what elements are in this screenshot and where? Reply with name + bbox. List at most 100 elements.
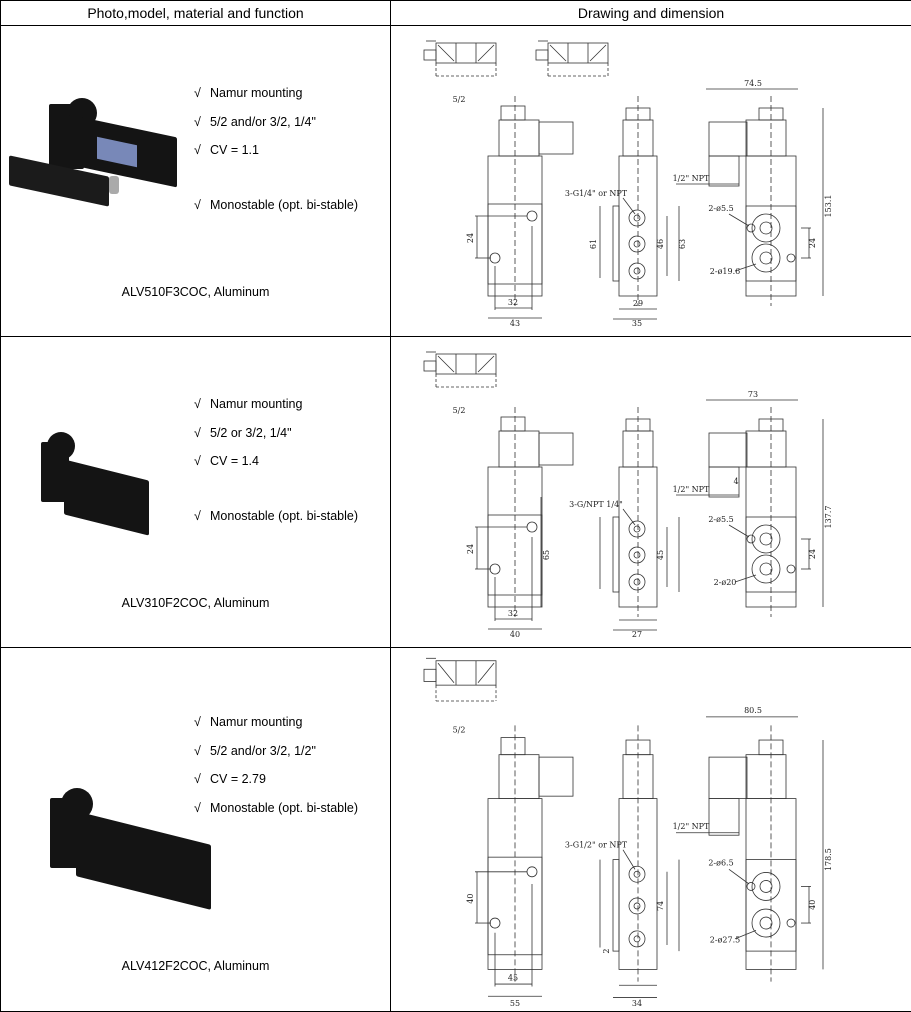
side-plate — [613, 517, 619, 592]
plug — [539, 122, 573, 154]
connector — [501, 106, 525, 120]
feature-item: √5/2 and/or 3/2, 1/2" — [194, 744, 316, 758]
dimension-label: 40 — [510, 630, 520, 639]
product-cell: √Namur mounting √5/2 and/or 3/2, 1/4" √C… — [1, 26, 391, 337]
feature-item: √Namur mounting — [194, 715, 302, 729]
header-photo: Photo,model, material and function — [1, 1, 391, 26]
dimension-label: 2 — [602, 949, 611, 954]
dimension-label: 3-G1/2" or NPT — [565, 840, 628, 849]
feature-item: √5/2 or 3/2, 1/4" — [194, 426, 292, 440]
solenoid-symbol — [424, 50, 436, 60]
solenoid-symbol — [536, 50, 548, 60]
valve-symbol — [548, 43, 608, 63]
dimension-label: 2-ø19.6 — [710, 267, 740, 276]
coil — [499, 431, 539, 467]
port-circle — [634, 215, 640, 221]
feature-item: √CV = 2.79 — [194, 772, 266, 786]
valve-symbol — [436, 661, 496, 685]
dimension-label: 29 — [633, 299, 643, 308]
dimension-label: 43 — [510, 319, 520, 328]
port-circle — [752, 872, 780, 900]
port-circle — [634, 241, 640, 247]
plug — [709, 757, 747, 798]
dimension-label: 4 — [733, 477, 738, 486]
table-row: √Namur mounting √5/2 and/or 3/2, 1/2" √C… — [1, 648, 911, 1012]
dimension-label: 2-ø5.5 — [708, 515, 733, 524]
feature-item: √Namur mounting — [194, 86, 302, 100]
mount-hole — [787, 919, 795, 927]
header-drawing: Drawing and dimension — [391, 1, 911, 26]
schematic-label: 5/2 — [453, 726, 466, 735]
dimension-label: 45 — [508, 973, 518, 982]
dimension-label: 73 — [748, 390, 758, 399]
table-row: √Namur mounting √5/2 or 3/2, 1/4" √CV = … — [1, 337, 911, 648]
valve-symbol — [436, 43, 496, 63]
port-circle — [527, 211, 537, 221]
valve-symbol — [436, 354, 496, 374]
dimension-label: 24 — [466, 233, 475, 243]
dimension-label: 40 — [466, 894, 475, 904]
dimension-label: 1/2" NPT — [673, 174, 710, 183]
port-circle — [634, 526, 640, 532]
coil — [746, 120, 786, 156]
nut — [709, 799, 739, 836]
valve-symbol — [478, 45, 494, 61]
dimension-label: 2-ø6.5 — [708, 859, 733, 868]
dimension-label: 2-ø27.5 — [710, 936, 740, 945]
mount-hole — [787, 565, 795, 573]
product-cell: √Namur mounting √5/2 or 3/2, 1/4" √CV = … — [1, 337, 391, 648]
port-circle — [527, 522, 537, 532]
product-cell: √Namur mounting √5/2 and/or 3/2, 1/2" √C… — [1, 648, 391, 1012]
port-circle — [752, 214, 780, 242]
feature-item: √Monostable (opt. bi-stable) — [194, 509, 358, 523]
coil — [746, 755, 786, 799]
dimension-label: 178.5 — [824, 848, 833, 871]
port-circle — [634, 936, 640, 942]
schematic-label: 5/2 — [453, 95, 466, 104]
dimension-label: 153.1 — [824, 195, 833, 218]
model-label: ALV310F2COC, Aluminum — [1, 596, 390, 610]
dimension-label: 32 — [508, 298, 518, 307]
port-circle — [490, 918, 500, 928]
dimension-label: 55 — [510, 999, 520, 1006]
schematic-label: 5/2 — [453, 406, 466, 415]
valve-symbol — [478, 663, 494, 683]
port-circle — [752, 909, 780, 937]
port-circle — [634, 268, 640, 274]
port-circle — [490, 564, 500, 574]
port-circle — [629, 574, 645, 590]
feature-item: √5/2 and/or 3/2, 1/4" — [194, 115, 316, 129]
port-circle — [629, 521, 645, 537]
mount-hole — [787, 254, 795, 262]
feature-item: √Monostable (opt. bi-stable) — [194, 801, 358, 815]
dimension-label: 32 — [508, 609, 518, 618]
feature-item: √CV = 1.4 — [194, 454, 259, 468]
side-plate — [613, 206, 619, 281]
feature-item: √CV = 1.1 — [194, 143, 259, 157]
product-photo — [46, 783, 216, 903]
valve-symbol — [590, 45, 606, 61]
port-circle — [634, 903, 640, 909]
dimension-label: 2-ø20 — [714, 578, 737, 587]
port-circle — [752, 555, 780, 583]
dimension-label: 24 — [808, 238, 817, 248]
dimension-label: 1/2" NPT — [673, 822, 710, 831]
dimension-label: 74 — [656, 901, 665, 911]
port-circle — [752, 525, 780, 553]
port-circle — [752, 244, 780, 272]
product-photo — [9, 96, 179, 196]
coil — [499, 120, 539, 156]
feature-item: √Namur mounting — [194, 397, 302, 411]
nut — [709, 156, 739, 186]
port-circle — [760, 252, 772, 264]
plug — [539, 757, 573, 796]
solenoid-symbol — [424, 669, 436, 681]
dimension-label: 137.7 — [824, 506, 833, 529]
port-circle — [527, 867, 537, 877]
port-circle — [760, 563, 772, 575]
dimension-label: 74.5 — [744, 79, 762, 88]
